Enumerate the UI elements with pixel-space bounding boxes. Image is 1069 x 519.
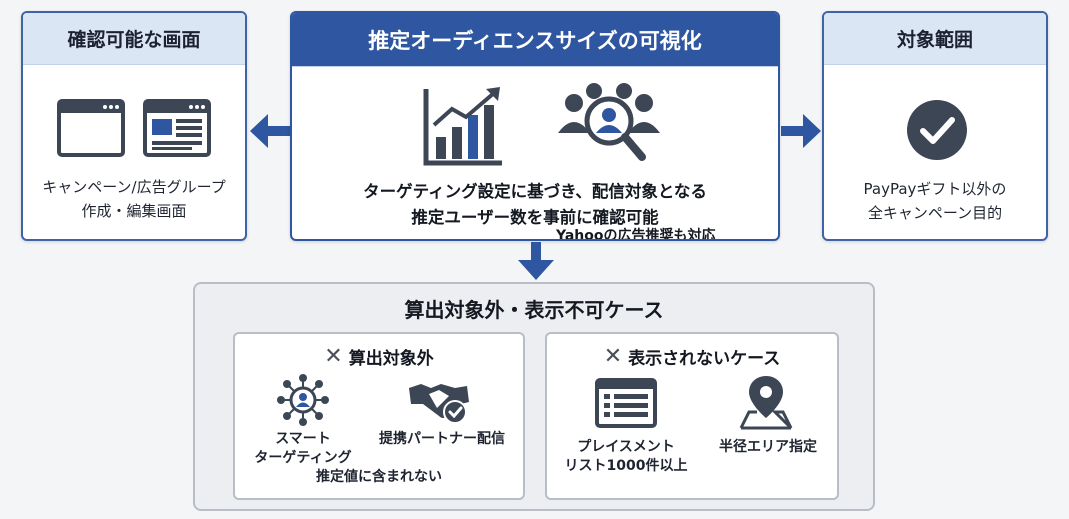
center-card-desc-line2: 推定ユーザー数を事前に確認可能: [411, 208, 659, 227]
arrow-left-icon: [250, 114, 290, 148]
not-calculated-box: ✕ 算出対象外 スマート ターゲティング 提携パートナー: [233, 332, 525, 500]
partner-handshake-icon: [409, 384, 469, 424]
yahoo-recommendation-overlay: Yahooの広告推奨も対応: [554, 225, 718, 239]
bar-chart-growth-icon: [423, 87, 502, 166]
not-calculated-title: 算出対象外: [348, 349, 434, 369]
left-card-caption-line2: 作成・編集画面: [81, 202, 187, 220]
center-card-visualization: 推定オーディエンスサイズの可視化 ターゲティング設定に基づき、配信対象となる 推…: [290, 11, 780, 241]
arrow-right-icon: [781, 114, 821, 148]
right-card-caption-line2: 全キャンペーン目的: [867, 204, 1003, 222]
center-card-title: 推定オーディエンスサイズの可視化: [292, 13, 778, 67]
not-calculated-item-label: 提携パートナー配信: [379, 431, 505, 447]
not-displayed-item-label: 半径エリア指定: [719, 439, 817, 455]
smart-targeting-icon: [277, 374, 329, 426]
arrow-down-icon: [518, 242, 554, 280]
left-card-title: 確認可能な画面: [23, 13, 245, 65]
placement-list-icon: [595, 378, 657, 428]
right-card-title: 対象範囲: [824, 13, 1046, 65]
check-circle-icon: [907, 100, 967, 160]
left-card-screens: 確認可能な画面 キャンペーン/広告グループ 作成・編集画面: [21, 11, 247, 241]
center-card-desc-line1: ターゲティング設定に基づき、配信対象となる: [363, 182, 707, 201]
browser-window-icon: [57, 99, 125, 157]
x-mark-icon: ✕: [603, 343, 623, 369]
not-displayed-title: 表示されないケース: [628, 349, 781, 369]
map-pin-area-icon: [739, 376, 793, 430]
exclusions-panel: 算出対象外・表示不可ケース ✕ 算出対象外 スマート ターゲティング: [193, 282, 875, 511]
right-card-scope: 対象範囲 PayPayギフト以外の 全キャンペーン目的: [822, 11, 1048, 241]
not-calculated-item-label: スマート ターゲティング: [254, 431, 352, 466]
right-card-caption-line1: PayPayギフト以外の: [863, 180, 1007, 198]
not-displayed-item-label: プレイスメント リスト1000件以上: [564, 439, 688, 474]
left-card-caption-line1: キャンペーン/広告グループ: [42, 178, 226, 196]
not-displayed-box: ✕ 表示されないケース プレイスメント リスト1000件以上 半径エリア指定: [545, 332, 839, 500]
not-calculated-note: 推定値に含まれない: [316, 469, 442, 485]
audience-search-icon: [558, 83, 660, 161]
ad-layout-window-icon: [143, 99, 211, 157]
exclusions-title: 算出対象外・表示不可ケース: [404, 298, 664, 322]
x-mark-icon: ✕: [324, 343, 343, 369]
